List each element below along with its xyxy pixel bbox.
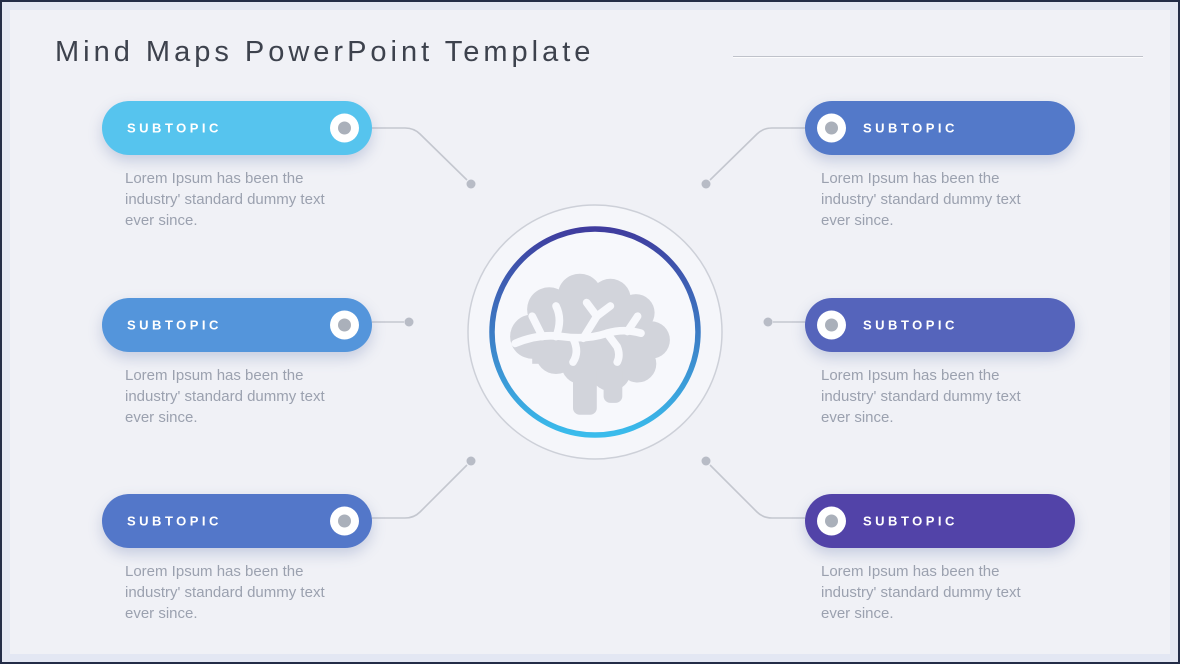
subtopic-label: SUBTOPIC bbox=[863, 317, 958, 333]
pill-dot-inner bbox=[338, 514, 351, 528]
pill-dot-icon bbox=[330, 310, 359, 340]
pill-dot-inner bbox=[825, 514, 838, 528]
connector-end-dot bbox=[763, 317, 773, 327]
pill-dot-inner bbox=[338, 121, 351, 135]
pill-dot-icon bbox=[817, 506, 846, 536]
pill-dot-inner bbox=[825, 318, 838, 332]
subtopic-node-mid-left: SUBTOPIC Lorem Ipsum has been the indust… bbox=[102, 298, 382, 426]
brain-icon bbox=[510, 273, 670, 415]
subtopic-description: Lorem Ipsum has been the industry' stand… bbox=[125, 367, 325, 426]
connector-end-dot bbox=[701, 179, 711, 189]
subtopic-pill[interactable]: SUBTOPIC bbox=[805, 101, 1075, 155]
gradient-ring bbox=[489, 226, 701, 438]
subtopic-pill[interactable]: SUBTOPIC bbox=[102, 101, 372, 155]
subtopic-node-mid-right: SUBTOPIC Lorem Ipsum has been the indust… bbox=[805, 298, 1085, 426]
subtopic-label: SUBTOPIC bbox=[863, 513, 958, 529]
connector-bottom-right bbox=[709, 464, 805, 519]
subtopic-description: Lorem Ipsum has been the industry' stand… bbox=[821, 367, 1021, 426]
page-title: Mind Maps PowerPoint Template bbox=[55, 36, 595, 68]
connector-end-dot bbox=[466, 179, 476, 189]
subtopic-description: Lorem Ipsum has been the industry' stand… bbox=[821, 170, 1021, 229]
connector-end-dot bbox=[701, 456, 711, 466]
pill-dot-inner bbox=[338, 318, 351, 332]
subtopic-node-bottom-right: SUBTOPIC Lorem Ipsum has been the indust… bbox=[805, 494, 1085, 622]
subtopic-node-top-left: SUBTOPIC Lorem Ipsum has been the indust… bbox=[102, 101, 382, 229]
subtopic-pill[interactable]: SUBTOPIC bbox=[805, 298, 1075, 352]
connector-top-left bbox=[372, 127, 468, 181]
subtopic-node-top-right: SUBTOPIC Lorem Ipsum has been the indust… bbox=[805, 101, 1085, 229]
central-node[interactable] bbox=[455, 192, 735, 472]
title-divider bbox=[733, 56, 1143, 57]
subtopic-label: SUBTOPIC bbox=[863, 120, 958, 136]
pill-dot-icon bbox=[817, 113, 846, 143]
subtopic-node-bottom-left: SUBTOPIC Lorem Ipsum has been the indust… bbox=[102, 494, 382, 622]
connector-end-dot bbox=[466, 456, 476, 466]
connector-top-right bbox=[709, 127, 805, 181]
slide: Mind Maps PowerPoint Template bbox=[10, 10, 1170, 654]
pill-dot-icon bbox=[817, 310, 846, 340]
connector-bottom-left bbox=[372, 464, 468, 519]
connector-end-dot bbox=[404, 317, 414, 327]
connector-lines bbox=[372, 127, 805, 519]
subtopic-description: Lorem Ipsum has been the industry' stand… bbox=[821, 563, 1021, 622]
subtopic-description: Lorem Ipsum has been the industry' stand… bbox=[125, 170, 325, 229]
subtopic-label: SUBTOPIC bbox=[127, 120, 222, 136]
subtopic-pill[interactable]: SUBTOPIC bbox=[102, 494, 372, 548]
subtopic-pill[interactable]: SUBTOPIC bbox=[805, 494, 1075, 548]
subtopic-description: Lorem Ipsum has been the industry' stand… bbox=[125, 563, 325, 622]
pill-dot-icon bbox=[330, 113, 359, 143]
subtopic-label: SUBTOPIC bbox=[127, 513, 222, 529]
subtopic-pill[interactable]: SUBTOPIC bbox=[102, 298, 372, 352]
pill-dot-icon bbox=[330, 506, 359, 536]
subtopic-label: SUBTOPIC bbox=[127, 317, 222, 333]
pill-dot-inner bbox=[825, 121, 838, 135]
